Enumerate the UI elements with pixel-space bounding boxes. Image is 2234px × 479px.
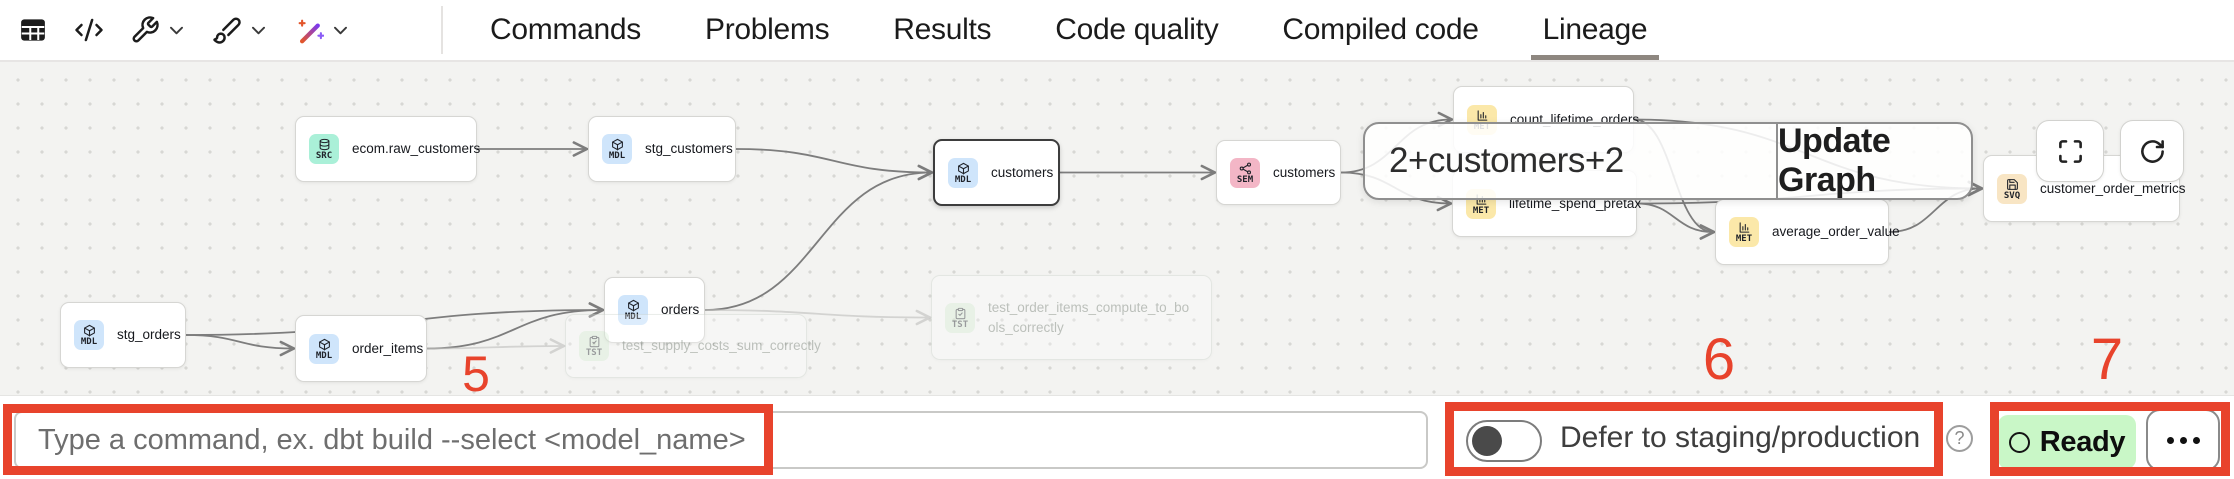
node-label: ecom.raw_customers xyxy=(352,141,481,157)
defer-toggle[interactable] xyxy=(1466,420,1542,462)
edge-order_items-to-tst_supply xyxy=(426,346,563,349)
tab-problems[interactable]: Problems xyxy=(704,13,830,46)
mdl-badge-icon: MDL xyxy=(309,333,339,364)
refresh-icon xyxy=(2139,138,2166,165)
dot xyxy=(2166,436,2174,444)
editor-toolbar: Commands Problems Results Code quality Compi… xyxy=(0,0,2234,62)
node-label: test_supply_costs_sum_correctly xyxy=(622,338,821,354)
toggle-knob xyxy=(1472,426,1502,456)
code-icon xyxy=(74,15,104,45)
node-test_supply_costs_sum_correctly[interactable]: TST test_supply_costs_sum_correctly xyxy=(565,314,821,378)
more-options-button[interactable] xyxy=(2146,409,2220,471)
tst-badge-icon: TST xyxy=(579,331,609,361)
edge-stg_orders-to-order_items xyxy=(185,334,293,349)
node-label: customers xyxy=(1273,164,1336,180)
tab-code-quality[interactable]: Code quality xyxy=(1055,13,1219,46)
maximize-icon xyxy=(2057,138,2084,165)
update-graph-button[interactable]: Update Graph xyxy=(1778,122,1891,199)
node-label: orders xyxy=(661,302,700,318)
mdl-badge-icon: MDL xyxy=(948,157,978,188)
node-label: test_order_items_compute_to_bools_correc… xyxy=(988,299,1190,335)
toolbar-icons xyxy=(18,0,350,60)
lineage-canvas[interactable]: 2+customers+2 Update Graph SRC ecom.raw_… xyxy=(0,62,2234,395)
code-tool-button[interactable] xyxy=(74,15,104,45)
met-badge-icon: MET xyxy=(1729,217,1759,247)
refresh-button[interactable] xyxy=(2120,120,2184,182)
node-orders[interactable]: MDL orders xyxy=(604,277,705,343)
edge-stg_customers-to-customers_mdl xyxy=(735,148,931,173)
src-badge-icon: SRC xyxy=(309,134,339,164)
mdl-badge-icon: MDL xyxy=(618,295,648,325)
chevron-down-icon[interactable] xyxy=(331,21,350,40)
node-customers[interactable]: MDL customers xyxy=(933,139,1060,206)
node-ecom.raw_customers[interactable]: SRC ecom.raw_customers xyxy=(295,116,480,182)
node-customers[interactable]: SEM customers xyxy=(1216,140,1341,205)
mdl-badge-icon: MDL xyxy=(602,134,632,164)
table-icon xyxy=(18,15,48,45)
edge-lifetime_spend-to-avg_order xyxy=(1636,202,1713,233)
node-label: customer_order_metrics xyxy=(2040,180,2186,196)
node-stg_orders[interactable]: MDL stg_orders xyxy=(60,302,186,368)
tab-lineage[interactable]: Lineage xyxy=(1530,0,1660,60)
node-average_order_value[interactable]: MET average_order_value xyxy=(1715,199,1900,265)
node-label: customers xyxy=(991,164,1054,180)
status-label: Ready xyxy=(2039,425,2126,458)
edge-orders-to-tst_order_items xyxy=(704,309,929,318)
node-label: order_items xyxy=(352,340,424,356)
selector-input[interactable]: 2+customers+2 xyxy=(1365,124,1778,198)
graph-selector-overlay: 2+customers+2 Update Graph xyxy=(1363,122,1973,200)
defer-label: Defer to staging/production xyxy=(1560,420,1921,454)
node-test_order_items_compute_to_bools_correctly[interactable]: TST test_order_items_compute_to_bools_co… xyxy=(931,275,1212,360)
edge-orders-to-customers_mdl xyxy=(704,173,931,311)
node-stg_customers[interactable]: MDL stg_customers xyxy=(588,116,736,182)
command-bar: Defer to staging/production ? Ready xyxy=(0,395,2234,478)
tst-badge-icon: TST xyxy=(945,302,975,333)
sem-badge-icon: SEM xyxy=(1230,157,1260,188)
edge-order_items-to-orders xyxy=(426,310,602,350)
magic-pen-tool-button[interactable] xyxy=(294,15,350,45)
help-icon[interactable]: ? xyxy=(1946,425,1973,452)
wrench-icon xyxy=(130,15,160,45)
result-tabs: Commands Problems Results Code quality Compi… xyxy=(478,0,1660,60)
magic-pen-icon xyxy=(294,15,324,45)
brush-tool-button[interactable] xyxy=(212,15,268,45)
status-ring-icon xyxy=(2008,431,2030,453)
node-label: average_order_value xyxy=(1772,224,1900,240)
node-label: stg_orders xyxy=(117,327,181,343)
node-label: stg_customers xyxy=(645,141,733,157)
toolbar-divider xyxy=(441,6,443,54)
chevron-down-icon[interactable] xyxy=(167,21,186,40)
wrench-tool-button[interactable] xyxy=(130,15,186,45)
dot xyxy=(2192,436,2200,444)
tab-commands[interactable]: Commands xyxy=(490,13,641,46)
command-input[interactable] xyxy=(14,411,1428,469)
svq-badge-icon: SVQ xyxy=(1997,173,2027,204)
tab-results[interactable]: Results xyxy=(893,13,992,46)
mdl-badge-icon: MDL xyxy=(74,320,104,350)
table-tool-button[interactable] xyxy=(18,15,48,45)
tab-compiled-code[interactable]: Compiled code xyxy=(1282,13,1479,46)
dot xyxy=(2179,436,2187,444)
chevron-down-icon[interactable] xyxy=(249,21,268,40)
node-order_items[interactable]: MDL order_items xyxy=(295,315,427,382)
status-ready-button[interactable]: Ready xyxy=(1998,415,2136,469)
fit-view-button[interactable] xyxy=(2036,120,2104,182)
brush-icon xyxy=(212,15,242,45)
